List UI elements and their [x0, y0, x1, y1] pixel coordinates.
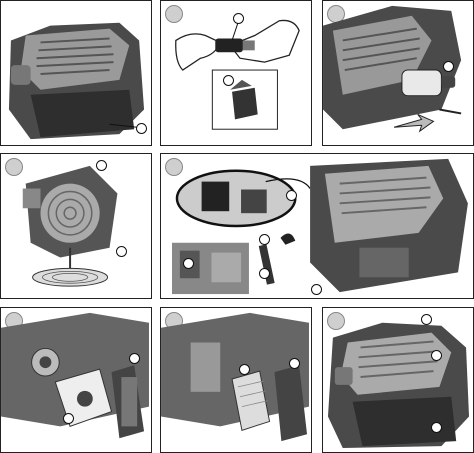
panel-spark-plug [160, 0, 312, 146]
callout-marker [311, 284, 322, 295]
panel-oil-fill [160, 153, 474, 299]
callout-marker [239, 364, 250, 375]
callout-marker [223, 75, 234, 86]
callout-marker [259, 268, 270, 279]
callout-marker [136, 123, 147, 134]
callout-marker [183, 258, 194, 269]
step-marker [5, 158, 23, 176]
callout-marker [289, 358, 300, 369]
engine-cover-illustration [327, 322, 470, 449]
panel-air-filter-foam [0, 307, 152, 453]
callout-marker [63, 413, 74, 424]
paper-filter-illustration [161, 312, 309, 442]
panel-air-filter-paper [160, 307, 312, 453]
panel-fuel-line [322, 0, 474, 146]
callout-marker [431, 422, 442, 433]
engine-side-illustration [323, 5, 462, 133]
hand-illustration [175, 19, 300, 130]
step-marker [327, 312, 345, 330]
callout-marker [259, 234, 270, 245]
step-marker [165, 158, 183, 176]
callout-marker [286, 190, 297, 201]
oil-fill-illustration [172, 158, 468, 295]
callout-marker [443, 61, 454, 72]
foam-filter-illustration [1, 312, 149, 439]
callout-marker [96, 160, 107, 171]
panel-engine-top [0, 0, 152, 146]
callout-marker [129, 353, 140, 364]
step-marker [165, 5, 183, 23]
callout-marker [233, 13, 244, 24]
panel-engine-cover [322, 307, 474, 453]
callout-marker [431, 350, 442, 361]
engine-illustration [8, 22, 145, 140]
panel-oil-drain [0, 153, 152, 299]
tilted-engine-illustration [22, 165, 118, 287]
callout-marker [421, 314, 432, 325]
callout-marker [116, 246, 127, 257]
